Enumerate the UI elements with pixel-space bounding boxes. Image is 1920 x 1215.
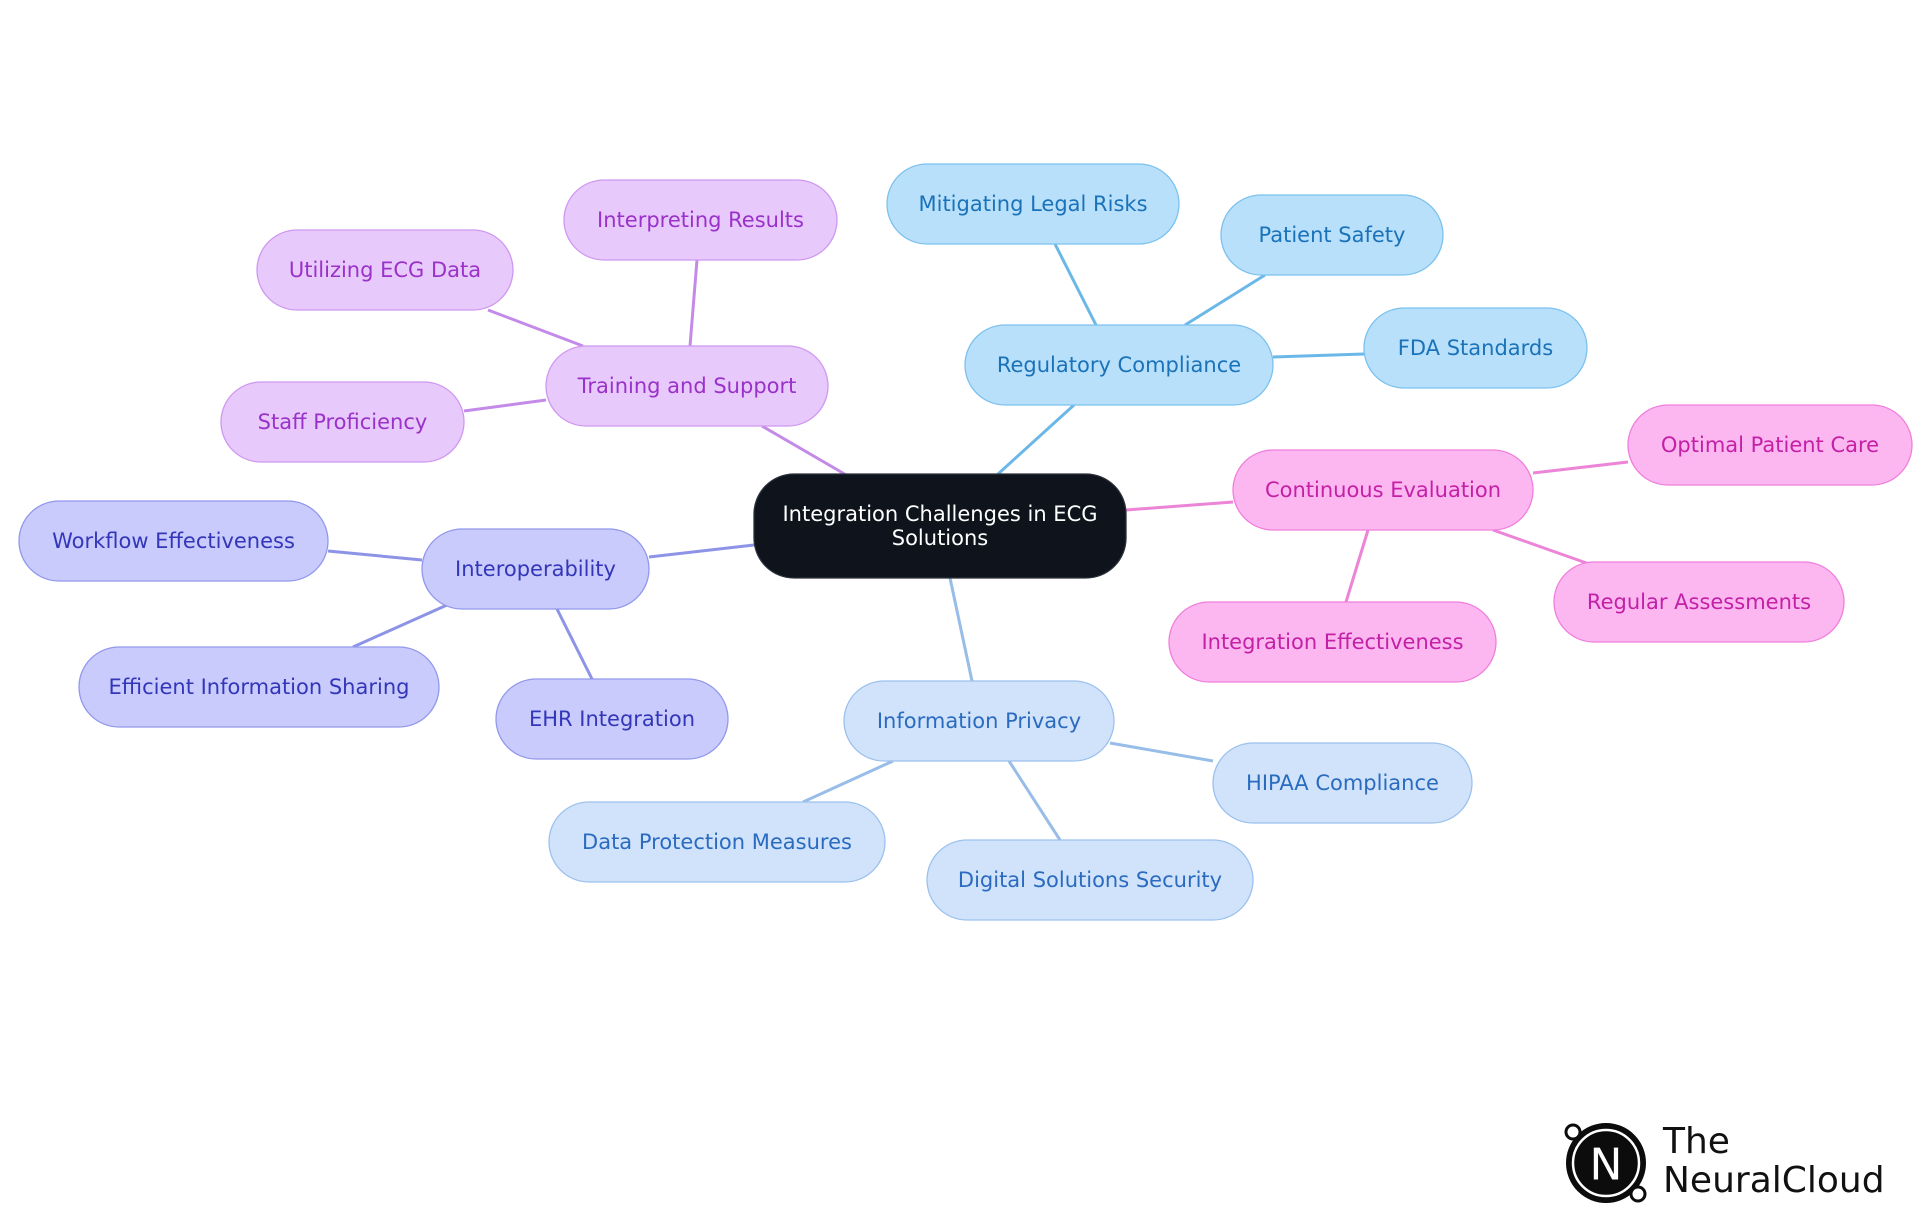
leaf-node-data-protection-measures: Data Protection Measures xyxy=(548,801,886,883)
edge-interop-to-workflow-effectiveness xyxy=(327,549,423,562)
leaf-node-data-protection-measures-label: Data Protection Measures xyxy=(582,830,852,854)
leaf-node-optimal-patient-care-box xyxy=(1627,404,1913,486)
edge-privacy-to-hipaa-compliance xyxy=(1109,741,1214,763)
leaf-node-workflow-effectiveness: Workflow Effectiveness xyxy=(18,500,329,582)
edge-root-to-training xyxy=(761,424,849,478)
leaf-node-efficient-information-sharing-box xyxy=(78,646,440,728)
leaf-node-mitigating-legal-risks-label: Mitigating Legal Risks xyxy=(918,192,1147,216)
edge-training-to-interpreting-results xyxy=(688,259,699,347)
logo-text-the: The xyxy=(1663,1121,1730,1162)
leaf-node-mitigating-legal-risks-box xyxy=(886,163,1180,245)
leaf-node-interpreting-results: Interpreting Results xyxy=(563,179,838,261)
leaf-node-patient-safety-label: Patient Safety xyxy=(1259,223,1406,247)
leaf-node-fda-standards-box xyxy=(1363,307,1588,389)
leaf-node-regular-assessments-label: Regular Assessments xyxy=(1587,590,1811,614)
root-node-label-2: Solutions xyxy=(892,526,989,550)
branch-node-privacy-label: Information Privacy xyxy=(877,709,1081,733)
leaf-node-interpreting-results-box xyxy=(563,179,838,261)
root-node-label-1: Integration Challenges in ECG xyxy=(782,502,1097,526)
leaf-node-ehr-integration-label: EHR Integration xyxy=(529,707,695,731)
leaf-node-workflow-effectiveness-label: Workflow Effectiveness xyxy=(52,529,295,553)
leaf-node-digital-solutions-security-box xyxy=(926,839,1254,921)
leaf-node-utilizing-ecg-data-label: Utilizing ECG Data xyxy=(289,258,481,282)
leaf-node-hipaa-compliance-box xyxy=(1212,742,1473,824)
leaf-node-hipaa-compliance: HIPAA Compliance xyxy=(1212,742,1473,824)
leaf-node-optimal-patient-care: Optimal Patient Care xyxy=(1627,404,1913,486)
edge-privacy-to-digital-solutions-security xyxy=(1007,760,1062,841)
branch-node-interop: Interoperability xyxy=(421,528,650,610)
leaf-node-staff-proficiency: Staff Proficiency xyxy=(220,381,465,463)
edge-root-to-privacy xyxy=(948,577,974,682)
edge-privacy-to-data-protection-measures xyxy=(802,759,894,804)
leaf-node-digital-solutions-security: Digital Solutions Security xyxy=(926,839,1254,921)
branch-node-evaluation: Continuous Evaluation xyxy=(1232,449,1534,531)
leaf-node-patient-safety-box xyxy=(1220,194,1444,276)
leaf-node-regular-assessments-box xyxy=(1553,561,1845,643)
leaf-node-ehr-integration-box xyxy=(495,678,729,760)
logo-text-neuralcloud: NeuralCloud xyxy=(1663,1160,1885,1201)
edge-training-to-utilizing-ecg-data xyxy=(487,308,584,348)
edge-regulatory-to-patient-safety xyxy=(1184,273,1266,327)
leaf-node-integration-effectiveness-label: Integration Effectiveness xyxy=(1201,630,1463,654)
branch-node-regulatory-label: Regulatory Compliance xyxy=(997,353,1241,377)
leaf-node-staff-proficiency-box xyxy=(220,381,465,463)
branch-node-regulatory: Regulatory Compliance xyxy=(964,324,1274,406)
branch-node-regulatory-box xyxy=(964,324,1274,406)
edge-interop-to-ehr-integration xyxy=(555,608,594,680)
branch-node-privacy-box xyxy=(843,680,1115,762)
branch-node-interop-label: Interoperability xyxy=(455,557,616,581)
edge-evaluation-to-optimal-patient-care xyxy=(1532,460,1629,475)
leaf-node-patient-safety: Patient Safety xyxy=(1220,194,1444,276)
leaf-node-integration-effectiveness: Integration Effectiveness xyxy=(1168,601,1497,683)
branch-node-training: Training and Support xyxy=(545,345,829,427)
leaf-node-integration-effectiveness-box xyxy=(1168,601,1497,683)
neuralcloud-logo-icon: N xyxy=(1564,1123,1647,1203)
edge-root-to-regulatory xyxy=(996,403,1076,476)
branch-node-evaluation-label: Continuous Evaluation xyxy=(1265,478,1501,502)
branch-node-training-box xyxy=(545,345,829,427)
leaf-node-ehr-integration: EHR Integration xyxy=(495,678,729,760)
leaf-node-fda-standards-label: FDA Standards xyxy=(1398,336,1553,360)
edge-root-to-interop xyxy=(648,543,755,559)
leaf-node-mitigating-legal-risks: Mitigating Legal Risks xyxy=(886,163,1180,245)
edge-regulatory-to-mitigating-legal-risks xyxy=(1053,243,1098,326)
leaf-node-digital-solutions-security-label: Digital Solutions Security xyxy=(958,868,1222,892)
edge-evaluation-to-regular-assessments xyxy=(1492,528,1593,567)
neuralcloud-logo: N The NeuralCloud xyxy=(1560,1117,1890,1209)
branch-node-training-label: Training and Support xyxy=(577,374,797,398)
leaf-node-hipaa-compliance-label: HIPAA Compliance xyxy=(1246,771,1439,795)
leaf-node-optimal-patient-care-label: Optimal Patient Care xyxy=(1661,433,1879,457)
edge-interop-to-efficient-information-sharing xyxy=(352,603,448,649)
leaf-node-data-protection-measures-box xyxy=(548,801,886,883)
leaf-node-utilizing-ecg-data: Utilizing ECG Data xyxy=(256,229,514,311)
edge-root-to-evaluation xyxy=(1125,500,1234,512)
leaf-node-efficient-information-sharing-label: Efficient Information Sharing xyxy=(109,675,410,699)
leaf-node-regular-assessments: Regular Assessments xyxy=(1553,561,1845,643)
leaf-node-fda-standards: FDA Standards xyxy=(1363,307,1588,389)
edge-training-to-staff-proficiency xyxy=(463,398,547,413)
logo-mark-letter: N xyxy=(1590,1140,1623,1191)
leaf-node-workflow-effectiveness-box xyxy=(18,500,329,582)
branch-node-evaluation-box xyxy=(1232,449,1534,531)
leaf-node-efficient-information-sharing: Efficient Information Sharing xyxy=(78,646,440,728)
leaf-node-utilizing-ecg-data-box xyxy=(256,229,514,311)
root-node-box xyxy=(753,473,1127,579)
branch-node-privacy: Information Privacy xyxy=(843,680,1115,762)
branch-node-interop-box xyxy=(421,528,650,610)
leaf-node-interpreting-results-label: Interpreting Results xyxy=(597,208,804,232)
edge-regulatory-to-fda-standards xyxy=(1272,352,1365,359)
edge-evaluation-to-integration-effectiveness xyxy=(1344,529,1370,603)
leaf-node-staff-proficiency-label: Staff Proficiency xyxy=(258,410,428,434)
